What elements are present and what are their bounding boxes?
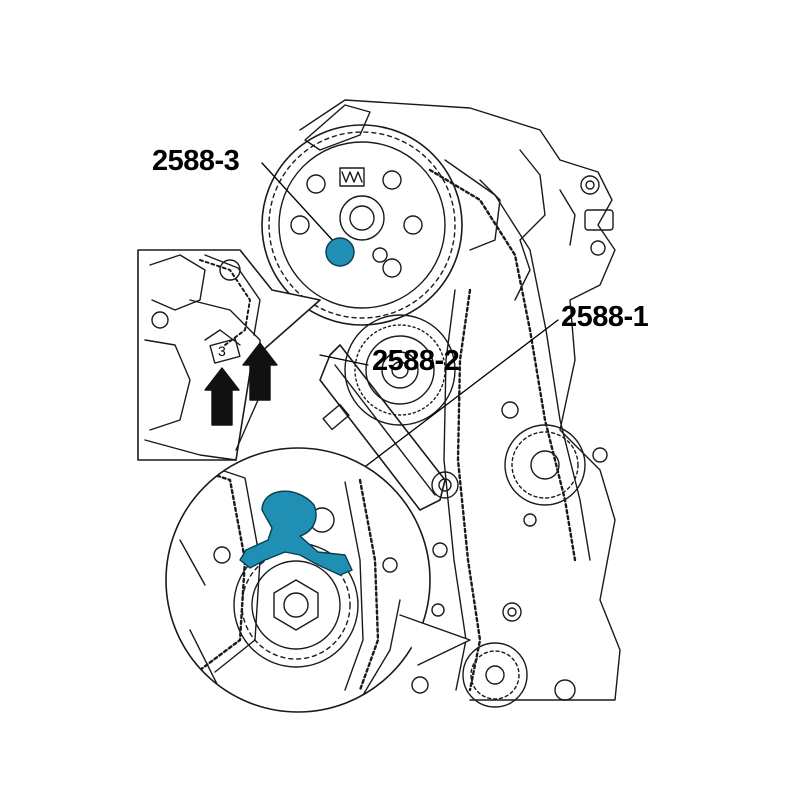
tool-2588-1-lock	[239, 490, 353, 576]
arrow-up-right	[242, 342, 278, 401]
leader-2588-3	[261, 162, 337, 245]
tensioner-pulley-mid	[365, 335, 435, 405]
mount-bracket	[584, 209, 614, 231]
camshaft-sprocket-rim	[278, 141, 446, 309]
camshaft-sprocket-teeth	[268, 131, 456, 319]
timing-belt-left-edge	[443, 289, 467, 691]
engine-rib	[469, 179, 501, 251]
label-2588-2: 2588-2	[372, 345, 460, 377]
top-cover	[304, 104, 371, 151]
mount-bolt-top-inner	[585, 180, 595, 190]
label-2588-3: 2588-3	[152, 145, 240, 177]
idler-pulley	[431, 471, 459, 499]
pump-sprocket-hub	[530, 450, 560, 480]
pump-sprocket-outer	[504, 424, 586, 506]
label-2588-1: 2588-1	[561, 301, 649, 333]
arrow-up-left	[204, 367, 240, 426]
lower-sprocket	[462, 642, 528, 708]
crankshaft-bolt	[273, 579, 319, 631]
engine-block-outline	[299, 99, 621, 701]
locking-tool-bar	[319, 344, 446, 511]
camshaft-sprocket-hub-inner	[349, 205, 375, 231]
crank-detail-pointer	[399, 614, 471, 666]
timing-belt-left	[456, 288, 482, 692]
cam-timing-mark	[339, 167, 365, 187]
camshaft-sprocket-hub	[339, 195, 385, 241]
engine-block-inner	[514, 149, 546, 301]
camshaft-sprocket-outer	[261, 124, 463, 326]
mount-bolt-top	[580, 175, 600, 195]
crank-detail-circle	[165, 447, 431, 713]
pump-sprocket-teeth	[511, 431, 579, 499]
inset-detail-frame	[137, 249, 321, 461]
inset-mark-3: 3	[218, 343, 226, 359]
engine-rib-2	[559, 189, 576, 246]
mount-bolt	[590, 240, 606, 256]
tensioner-pulley-ring	[354, 324, 446, 416]
tool-2588-3-pin	[325, 237, 355, 267]
inset-detail-content: 3	[144, 254, 261, 461]
timing-belt-right-edge	[444, 159, 591, 561]
tensioner-pulley-hub	[381, 351, 419, 389]
leader-2588-2	[319, 354, 369, 366]
tensioner-pulley-outer	[344, 314, 456, 426]
